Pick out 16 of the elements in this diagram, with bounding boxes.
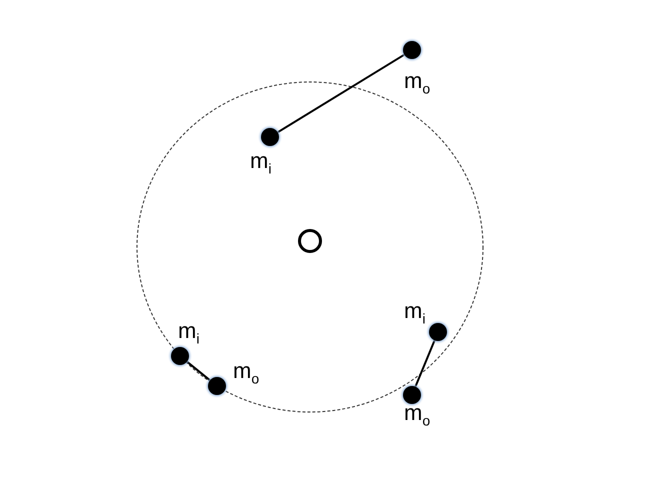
center-point bbox=[298, 229, 322, 253]
mass-dot bbox=[261, 128, 279, 146]
mass-label: m$_{i}$ bbox=[178, 320, 200, 346]
mass-dot bbox=[403, 386, 421, 404]
mass-label: m$_{o}$ bbox=[404, 70, 430, 96]
mass-label: m$_{i}$ bbox=[404, 300, 426, 326]
mass-dot bbox=[429, 323, 447, 341]
mass-dot bbox=[208, 377, 226, 395]
connecting-line bbox=[186, 360, 211, 382]
mass-dot bbox=[171, 347, 189, 365]
connecting-line bbox=[277, 54, 405, 134]
mass-label: m$_{o}$ bbox=[404, 402, 430, 428]
mass-label: m$_{i}$ bbox=[250, 150, 272, 176]
connecting-line bbox=[414, 340, 436, 388]
mass-dot bbox=[403, 41, 421, 59]
mass-label: m$_{o}$ bbox=[233, 360, 260, 386]
